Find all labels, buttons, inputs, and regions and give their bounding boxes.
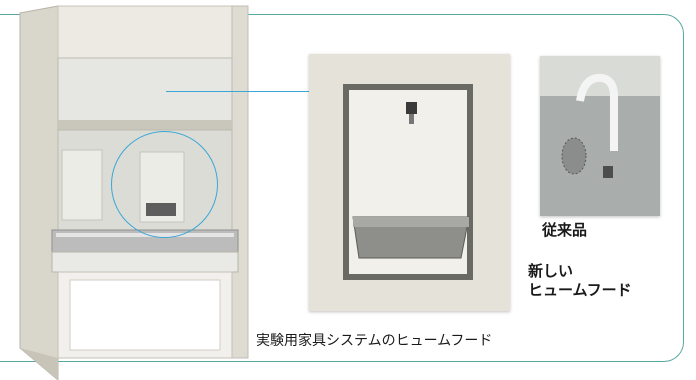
new-fume-hood-label-line2: ヒュームフード bbox=[528, 281, 632, 299]
callout-line bbox=[166, 91, 310, 92]
conventional-product-photo bbox=[540, 56, 660, 216]
new-fume-hood-label: 新しい ヒュームフード bbox=[528, 262, 632, 300]
caption: 実験用家具システムのヒュームフード bbox=[256, 333, 493, 349]
rounded-frame bbox=[0, 14, 684, 362]
new-fume-hood-label-line1: 新しい bbox=[528, 262, 574, 280]
new-fume-hood-photo bbox=[309, 54, 510, 311]
callout-circle bbox=[111, 131, 218, 238]
conventional-product-label: 従来品 bbox=[542, 221, 588, 239]
